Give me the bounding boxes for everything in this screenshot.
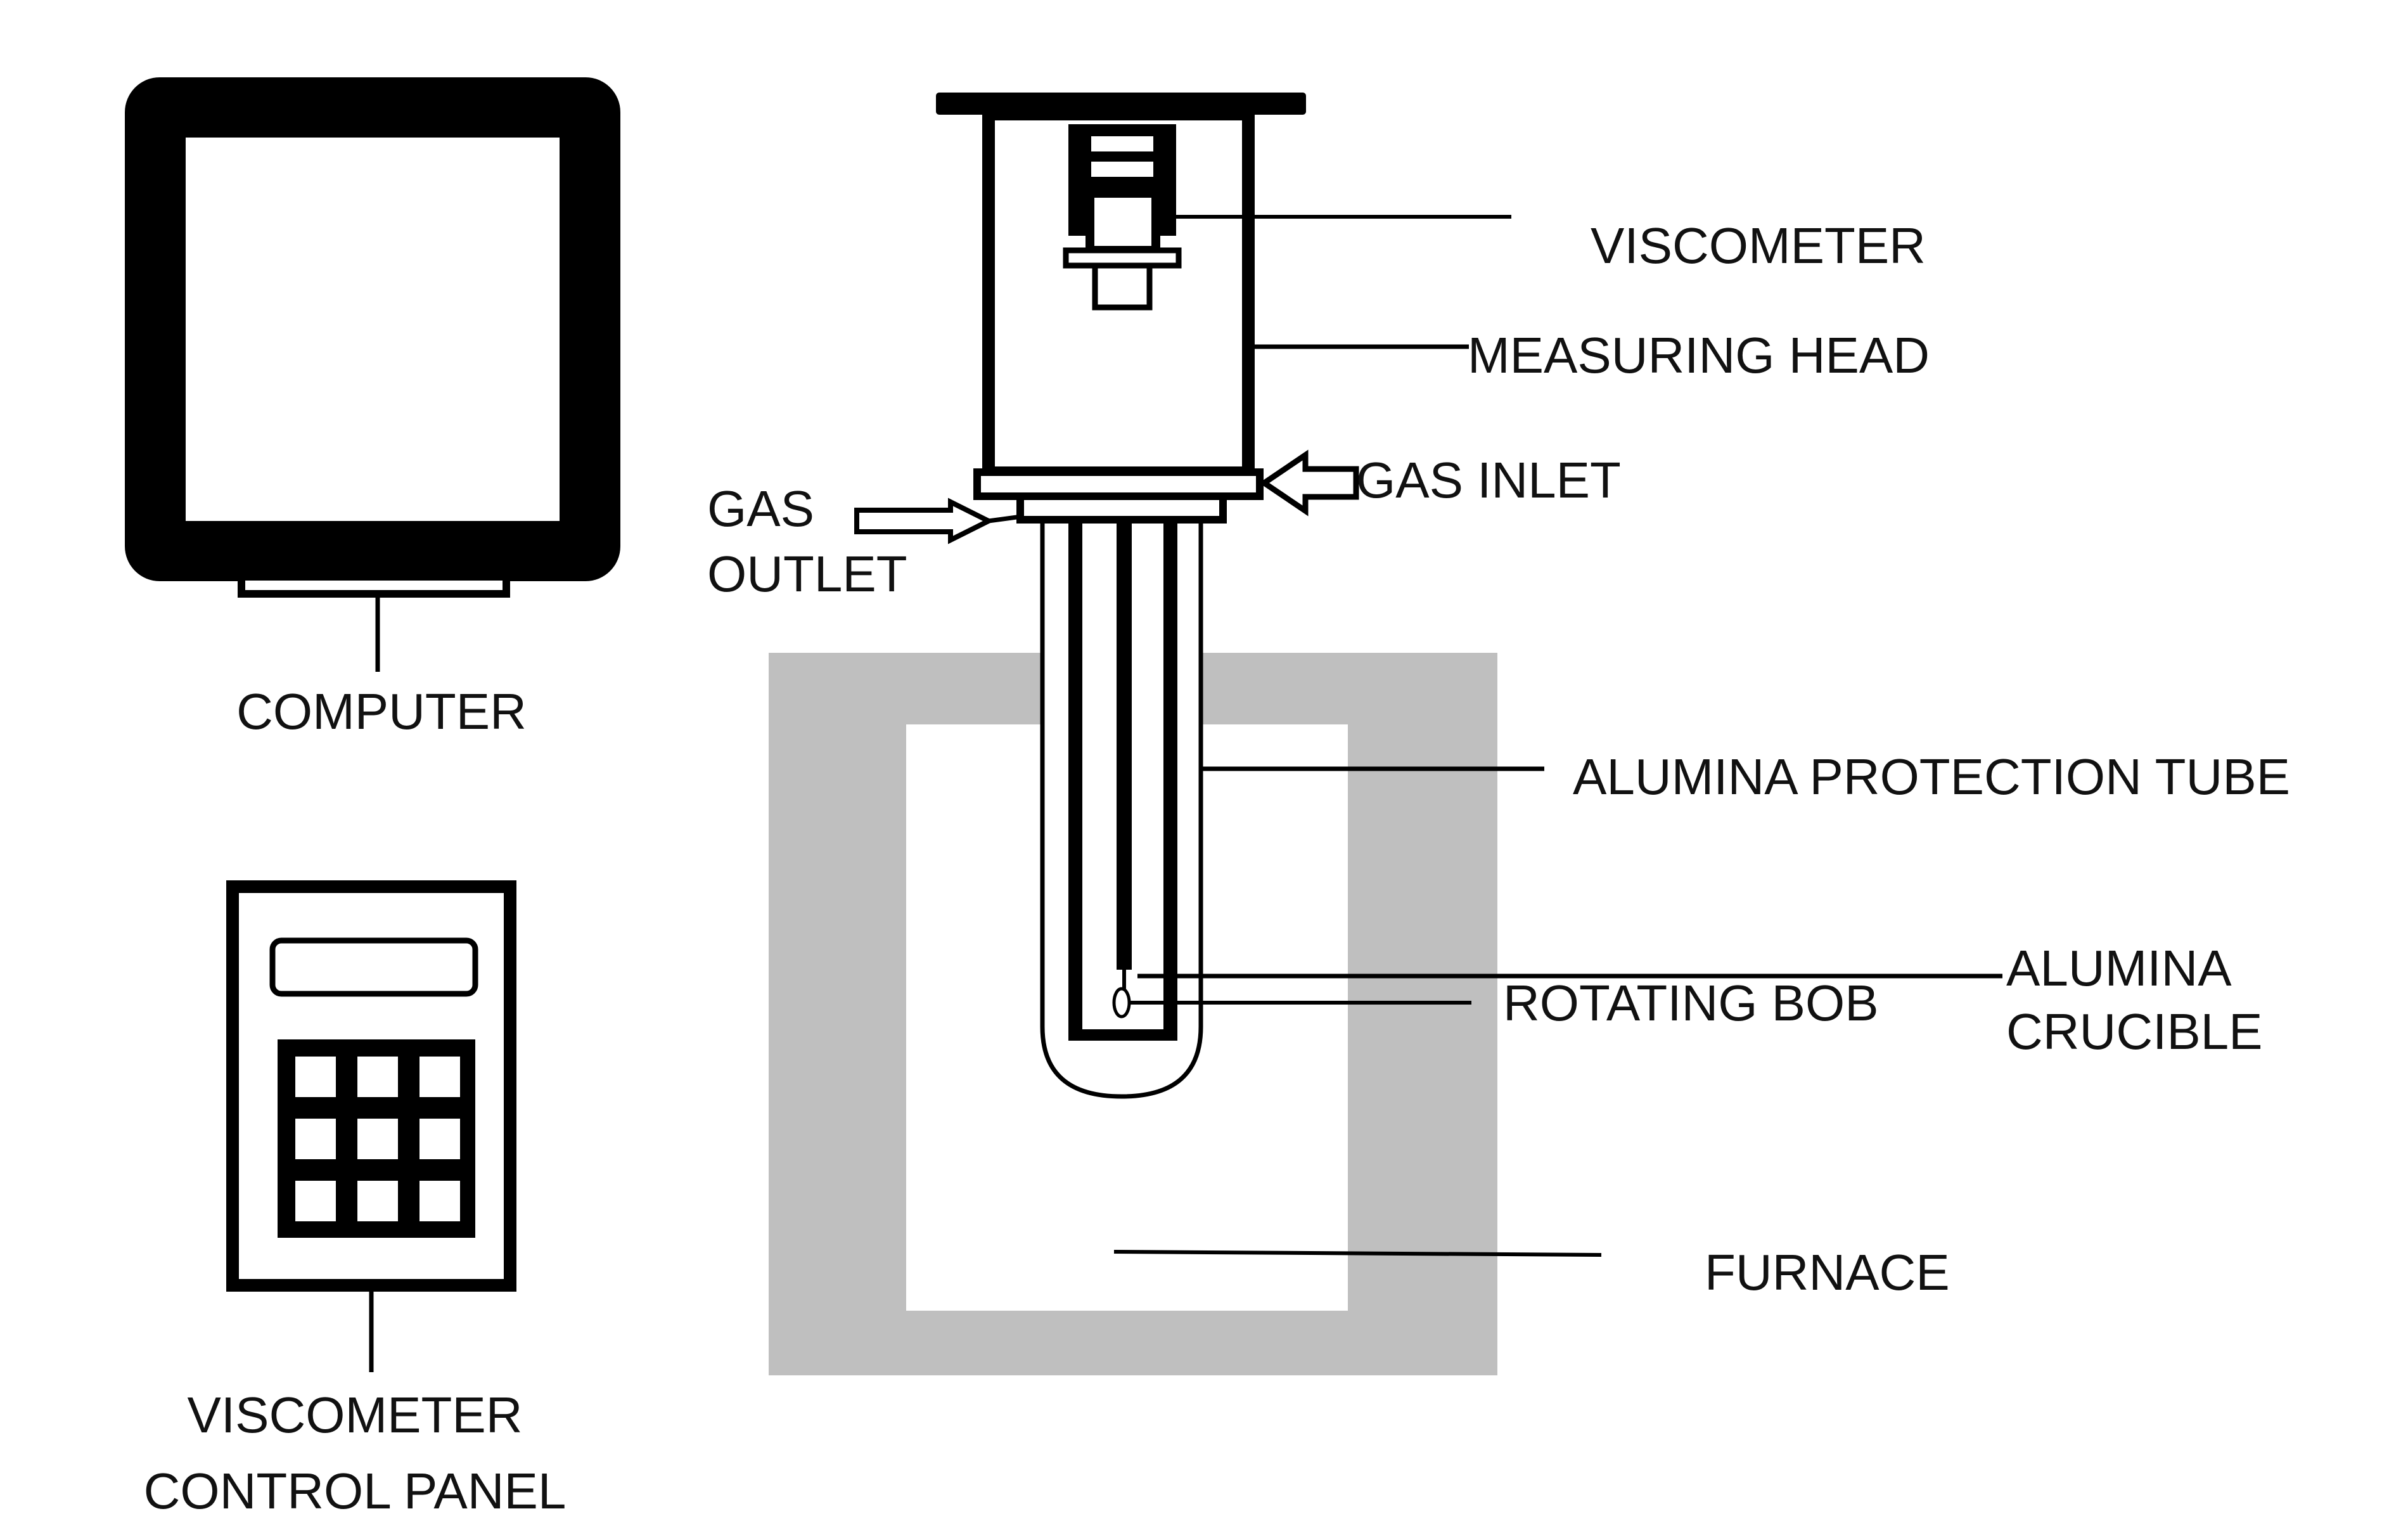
alumina-crucible-label-line1: ALUMINA — [2006, 940, 2232, 996]
keypad-key — [419, 1057, 460, 1097]
keypad-key — [419, 1119, 460, 1159]
measuring-head-label: MEASURING HEAD — [1468, 327, 1930, 383]
viscometer-slot-2 — [1091, 162, 1153, 177]
keypad-key — [295, 1181, 336, 1221]
alumina-crucible-label-line2: CRUCIBLE — [2006, 1003, 2263, 1060]
gas-outlet-label-line2: OUTLET — [707, 546, 907, 602]
rotating-bob-label: ROTATING BOB — [1503, 975, 1879, 1031]
viscometer-slot-1 — [1091, 136, 1153, 151]
crucible-bottom — [1068, 1029, 1177, 1041]
viscometer-label: VISCOMETER — [1591, 217, 1926, 274]
keypad-key — [357, 1057, 398, 1097]
crucible-wall-right — [1163, 520, 1177, 1041]
control-panel-display — [269, 937, 478, 997]
viscometer — [1063, 124, 1511, 311]
keypad-key — [295, 1119, 336, 1159]
measuring-head-lower-flange — [1016, 492, 1227, 524]
keypad-key — [357, 1119, 398, 1159]
keypad-key — [357, 1181, 398, 1221]
keypad-key — [295, 1057, 336, 1097]
computer-stand — [238, 573, 510, 598]
control-panel-label-line2: CONTROL PANEL — [144, 1463, 567, 1519]
computer-label: COMPUTER — [236, 683, 527, 740]
alumina-protection-tube-label: ALUMINA PROTECTION TUBE — [1573, 749, 2290, 805]
computer-screen — [186, 138, 560, 521]
gas-inlet-arrow — [1258, 449, 1359, 517]
rotating-bob-body — [1112, 987, 1131, 1019]
control-panel-label-line1: VISCOMETER — [188, 1387, 523, 1443]
viscometer-coupling — [1092, 262, 1153, 311]
crucible-wall-left — [1068, 520, 1082, 1041]
gas-inlet-label: GAS INLET — [1356, 452, 1621, 508]
computer — [125, 77, 620, 672]
viscometer-window — [1086, 189, 1160, 255]
gas-outlet-label-line1: GAS — [707, 480, 814, 537]
furnace-label: FURNACE — [1705, 1244, 1950, 1301]
keypad-key — [419, 1181, 460, 1221]
furnace-leader-line — [1113, 1250, 1602, 1257]
keypad-keys — [295, 1057, 460, 1221]
gas-outlet-arrow — [854, 498, 1022, 544]
viscometer-control-panel — [226, 880, 516, 1372]
